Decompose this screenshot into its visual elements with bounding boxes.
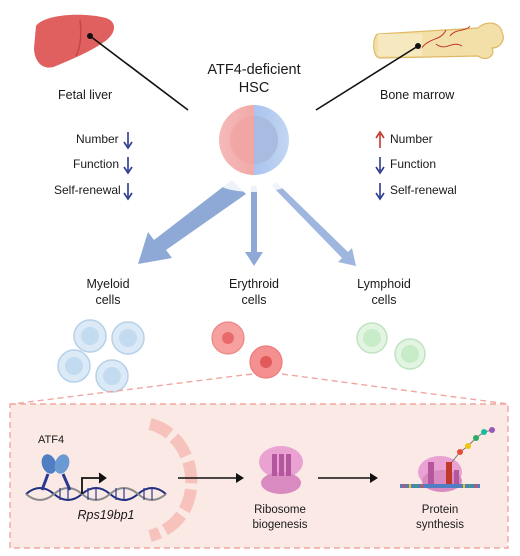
fetal-liver-connector bbox=[89, 35, 189, 111]
zoom-line-right bbox=[281, 373, 509, 405]
down-arrow-icon bbox=[375, 183, 385, 201]
erythroid-label-line1: Erythroid bbox=[229, 277, 279, 291]
fetal-liver-label: Fetal liver bbox=[58, 88, 112, 102]
myeloid-cells bbox=[57, 319, 145, 393]
down-arrow-icon bbox=[375, 157, 385, 175]
transcription-start-arrow bbox=[81, 477, 104, 494]
bm-metric-function: Function bbox=[390, 157, 436, 171]
erythroid-label-line2: cells bbox=[241, 293, 266, 307]
down-arrow-icon bbox=[123, 183, 133, 201]
zoom-line-left bbox=[11, 373, 253, 405]
bm-metric-number: Number bbox=[390, 132, 433, 146]
bone-marrow-metrics: Number Function Self-renewal bbox=[375, 130, 457, 201]
atf4-protein-icon bbox=[40, 454, 72, 491]
ribosome-label-line2: biogenesis bbox=[253, 519, 308, 531]
peptide-chain-icon bbox=[451, 427, 495, 463]
fetal-liver-metrics: Number Function Self-renewal bbox=[54, 132, 133, 201]
bm-metric-self-renewal: Self-renewal bbox=[390, 183, 457, 197]
hsc-cell bbox=[219, 105, 289, 175]
myeloid-label-line1: Myeloid bbox=[86, 277, 129, 291]
bone-marrow-connector bbox=[315, 45, 419, 111]
ribosome-label-line1: Ribosome bbox=[254, 504, 306, 516]
up-arrow-icon bbox=[375, 130, 385, 148]
myeloid-label-line2: cells bbox=[95, 293, 120, 307]
lymphoid-label-line1: Lymphoid bbox=[357, 277, 411, 291]
gene-label: Rps19bp1 bbox=[78, 508, 135, 522]
fl-metric-self-renewal: Self-renewal bbox=[54, 183, 121, 197]
bone-marrow-label: Bone marrow bbox=[380, 88, 455, 102]
synthesis-label-line1: Protein bbox=[422, 504, 458, 516]
erythroid-flow-arrow bbox=[245, 186, 263, 266]
down-arrow-icon bbox=[123, 157, 133, 175]
differentiation-arrows bbox=[138, 176, 356, 266]
synthesis-label-line2: synthesis bbox=[416, 519, 464, 531]
fl-metric-number: Number bbox=[76, 132, 119, 146]
bone-illustration bbox=[373, 22, 504, 60]
atf4-label: ATF4 bbox=[38, 434, 64, 446]
lymphoid-flow-arrow bbox=[272, 182, 356, 266]
ribosome-icon bbox=[259, 446, 303, 494]
fl-metric-function: Function bbox=[73, 157, 119, 171]
erythroid-cells bbox=[211, 321, 283, 379]
dna-helix bbox=[25, 487, 167, 501]
fetal-liver-illustration bbox=[34, 14, 115, 68]
down-arrow-icon bbox=[123, 132, 133, 150]
lymphoid-label-line2: cells bbox=[371, 293, 396, 307]
translating-ribosome-icon bbox=[400, 456, 480, 492]
hsc-title-line1: ATF4-deficient bbox=[207, 62, 300, 78]
lymphoid-cells bbox=[356, 322, 426, 370]
myeloid-flow-arrow bbox=[138, 180, 246, 264]
hsc-title-line2: HSC bbox=[239, 80, 270, 96]
